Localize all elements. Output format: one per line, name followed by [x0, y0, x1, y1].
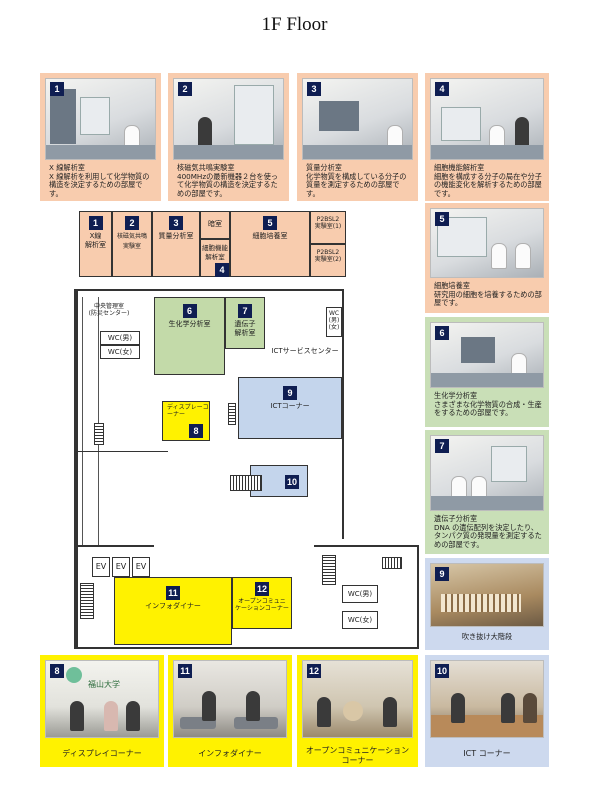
- elevator-2: EV: [112, 557, 130, 577]
- room-p2-lab-2[interactable]: P2BSL2 実験室(2): [310, 244, 346, 277]
- room-darkroom[interactable]: 暗室: [200, 211, 230, 239]
- wc-women-left[interactable]: WC(女): [100, 345, 140, 359]
- central-control-room: 中央管理室 (防災センター): [88, 303, 130, 317]
- card-display-corner: 福山大学 8 ディスプレイコーナー: [40, 655, 164, 767]
- wc-men-lower[interactable]: WC(男): [342, 585, 378, 603]
- card-number-badge: 3: [307, 82, 321, 96]
- floor-plan: 1 X線 解析室 2 核磁気共鳴 実験室 3 質量分析室 暗室 細胞機能 解析室…: [74, 207, 419, 651]
- card-number-badge: 4: [435, 82, 449, 96]
- card-caption: 吹き抜け大階段: [461, 632, 513, 641]
- room-4-badge: 4: [215, 263, 229, 277]
- card-number-badge: 8: [50, 664, 64, 678]
- university-logo: 福山大学: [88, 680, 120, 689]
- photo-ict-corner: [430, 660, 544, 738]
- card-info-diner: 11 インフォダイナー: [168, 655, 292, 767]
- elevator-3: EV: [132, 557, 150, 577]
- card-mass-spec-room: 3 質量分析室化学物質を構成している分子の質量を測定するための部屋です。: [297, 73, 418, 201]
- card-caption: ICT コーナー: [463, 749, 511, 758]
- photo-info-diner: [173, 660, 287, 738]
- card-biochem-room: 6 生化学分析室さまざまな化学物質の合成・生産をするための部屋です。: [425, 317, 549, 427]
- room-biochem[interactable]: 6 生化学分析室: [154, 297, 225, 375]
- wc-women-lower[interactable]: WC(女): [342, 611, 378, 629]
- card-number-badge: 1: [50, 82, 64, 96]
- room-nmr[interactable]: 2 核磁気共鳴 実験室: [112, 211, 152, 277]
- room-cell-culture[interactable]: 5 細胞培養室: [230, 211, 310, 277]
- wc-men-left[interactable]: WC(男): [100, 331, 140, 345]
- card-number-badge: 11: [178, 664, 192, 678]
- card-number-badge: 6: [435, 326, 449, 340]
- photo-xray-room: [45, 78, 156, 160]
- photo-gene-analysis-room: [430, 435, 544, 511]
- card-open-communication-corner: 12 オープンコミュニケーションコーナー: [297, 655, 418, 767]
- room-p2-lab-1[interactable]: P2BSL2 実験室(1): [310, 211, 346, 244]
- room-display-corner[interactable]: ディスプレーコーナー 8: [162, 401, 210, 441]
- card-caption: オープンコミュニケーションコーナー: [305, 746, 410, 765]
- card-ict-corner: 10 ICT コーナー: [425, 655, 549, 767]
- photo-cell-function-room: [430, 78, 544, 160]
- page-title: 1F Floor: [261, 14, 328, 35]
- card-number-badge: 9: [435, 567, 449, 581]
- card-number-badge: 12: [307, 664, 321, 678]
- photo-atrium-staircase: [430, 563, 544, 627]
- card-cell-function-room: 4 細胞機能解析室細胞を構成する分子の局在や分子の機能変化を解析するための部屋で…: [425, 73, 549, 201]
- card-number-badge: 5: [435, 212, 449, 226]
- photo-cell-culture-room: [430, 208, 544, 278]
- wc-men-women-right[interactable]: WC (男)(女): [326, 307, 342, 337]
- room-xray[interactable]: 1 X線 解析室: [79, 211, 112, 277]
- card-cell-culture-room: 5 細胞培養室研究用の細胞を培養するための部屋です。: [425, 203, 549, 313]
- room-gene-analysis[interactable]: 7 遺伝子 解析室: [225, 297, 265, 349]
- room-mass-spec[interactable]: 3 質量分析室: [152, 211, 200, 277]
- elevator-1: EV: [92, 557, 110, 577]
- card-number-badge: 2: [178, 82, 192, 96]
- room-ict-corner[interactable]: 9 ICTコーナー: [238, 377, 342, 439]
- card-caption: 生化学分析室さまざまな化学物質の合成・生産をするための部屋です。: [434, 391, 542, 418]
- card-caption: 質量分析室化学物質を構成している分子の質量を測定するための部屋です。: [306, 163, 407, 198]
- photo-display-corner: 福山大学: [45, 660, 159, 738]
- card-atrium-staircase: 9 吹き抜け大階段: [425, 558, 549, 650]
- room-info-diner[interactable]: 11 インフォダイナー: [114, 577, 232, 645]
- card-caption: 細胞機能解析室細胞を構成する分子の局在や分子の機能変化を解析するための部屋です。: [434, 163, 542, 198]
- card-number-badge: 7: [435, 439, 449, 453]
- card-caption: インフォダイナー: [198, 749, 262, 758]
- card-number-badge: 10: [435, 664, 449, 678]
- room-open-communication[interactable]: 12 オープンコミュニ ケーションコーナー: [232, 577, 292, 629]
- photo-biochem-room: [430, 322, 544, 388]
- ict-service-center: ICTサービスセンター: [271, 347, 339, 355]
- card-caption: ディスプレイコーナー: [62, 749, 142, 758]
- card-caption: 細胞培養室研究用の細胞を培養するための部屋です。: [434, 281, 542, 308]
